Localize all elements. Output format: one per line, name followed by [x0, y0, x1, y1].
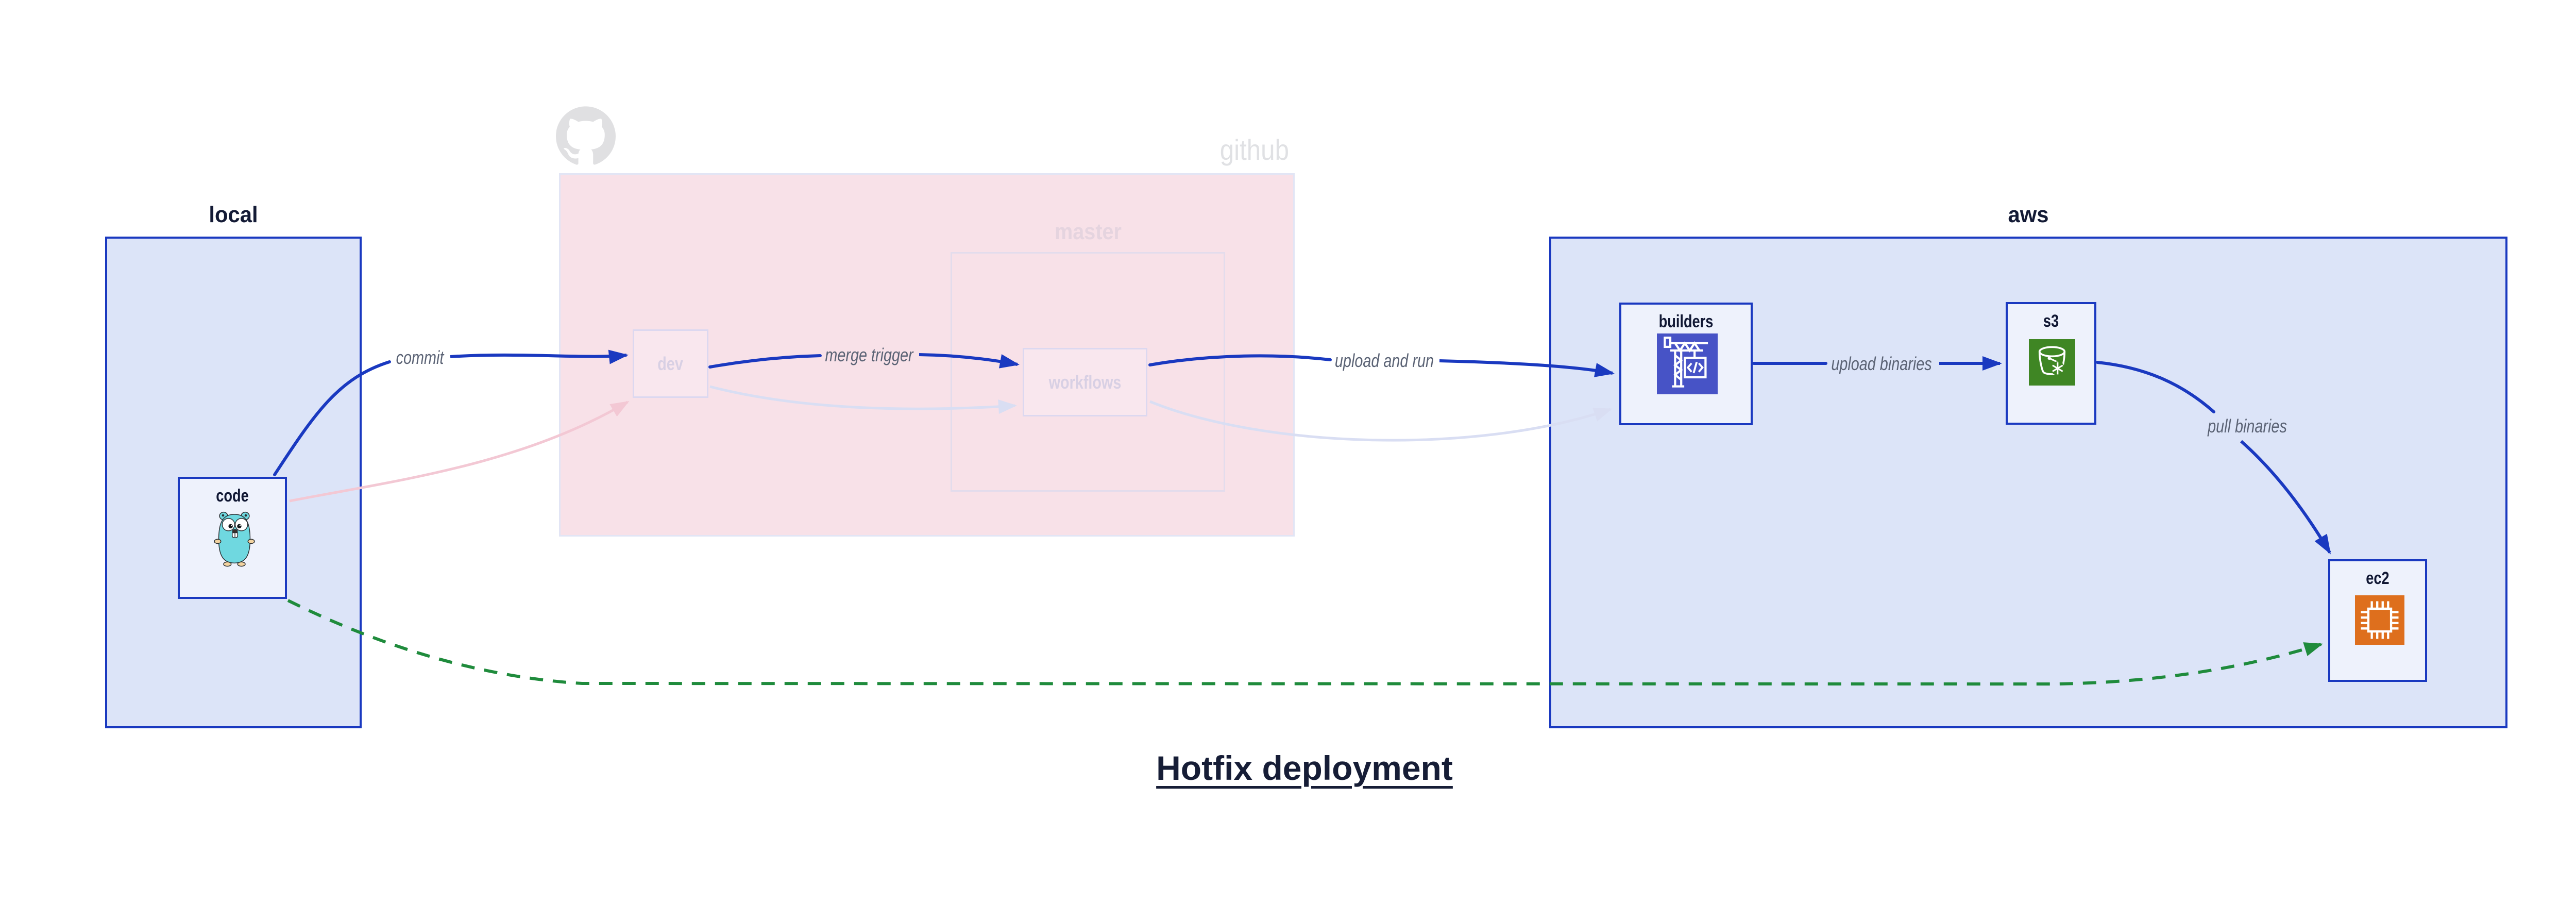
- github-octocat-icon: [556, 106, 616, 165]
- edge-hotfix-dashed: [287, 599, 2323, 686]
- chip-shape: [2361, 601, 2399, 639]
- container-github-label: github: [1219, 133, 1289, 166]
- edge-merge-trigger-label: merge trigger: [825, 344, 913, 365]
- node-ec2-label: ec2: [2366, 569, 2389, 588]
- node-dev: dev: [633, 329, 708, 398]
- node-builders-label: builders: [1658, 312, 1714, 331]
- container-master: [951, 252, 1225, 492]
- edge-merge-trigger-line-b: [919, 353, 1020, 369]
- diagram-title: Hotfix deployment: [1156, 749, 1453, 787]
- node-s3-label: s3: [2043, 311, 2059, 331]
- node-dev-label: dev: [657, 353, 684, 374]
- edge-upload-and-run-line-b: [1439, 359, 1615, 377]
- container-local-label: local: [209, 202, 258, 227]
- node-code: code: [178, 477, 287, 599]
- node-builders: builders: [1619, 303, 1753, 425]
- edge-pull-binaries-label: pull binaries: [2208, 415, 2287, 437]
- node-workflows-label: workflows: [1048, 371, 1122, 393]
- edge-commit-line-b: [450, 349, 629, 364]
- node-ec2: ec2: [2328, 559, 2427, 682]
- container-aws-label: aws: [2008, 202, 2049, 227]
- edge-upload-and-run-line-a: [1148, 354, 1332, 366]
- edge-upload-binaries-label: upload binaries: [1831, 353, 1932, 374]
- edge-upload-and-run-label: upload and run: [1334, 350, 1434, 371]
- edge-commit-label: commit: [396, 347, 444, 368]
- go-gopher-icon: [214, 511, 255, 567]
- edge-pull-binaries-line-a: [2096, 361, 2215, 413]
- edge-faded-workflows-to-builders: [1149, 400, 1613, 442]
- edge-faded-code-to-dev: [289, 400, 630, 503]
- edge-commit-line-a: [273, 360, 391, 476]
- crane-shape: [1664, 337, 1708, 388]
- container-master-label: master: [1055, 219, 1122, 244]
- edge-pull-binaries-line-b: [2240, 440, 2331, 555]
- aws-codebuild-crane-icon: [1657, 333, 1718, 394]
- aws-s3-bucket-icon: [2029, 339, 2075, 386]
- ec2-bg: [2355, 595, 2404, 645]
- node-s3: s3: [2006, 302, 2096, 425]
- node-workflows: workflows: [1023, 348, 1147, 416]
- edge-faded-dev-to-workflows: [709, 385, 1017, 414]
- edge-merge-trigger-line-a: [708, 354, 822, 369]
- gopher-shape: [214, 511, 255, 567]
- aws-ec2-chip-icon: [2355, 595, 2404, 645]
- snowflake-shape: [2052, 362, 2063, 375]
- node-code-label: code: [216, 486, 249, 506]
